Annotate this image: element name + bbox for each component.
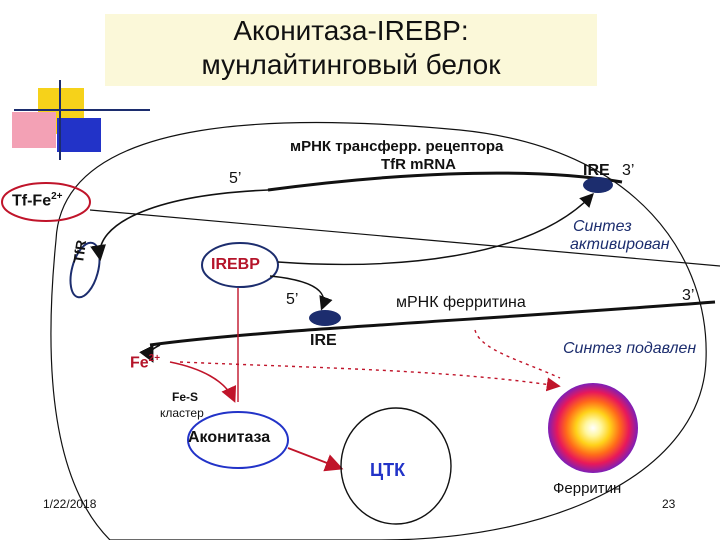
three-prime-top-label: 3’ bbox=[622, 162, 635, 179]
membrane-line bbox=[89, 209, 720, 267]
ferritin-label: Ферритин bbox=[553, 480, 622, 497]
footer-page-number: 23 bbox=[662, 497, 676, 511]
translation-dashed-line bbox=[474, 329, 561, 379]
tfr-receptor bbox=[69, 241, 101, 299]
three-prime-mid-label: 3’ bbox=[682, 287, 695, 304]
tf-fe-text: Tf-Fe bbox=[12, 192, 52, 210]
irebp-oval bbox=[201, 242, 279, 288]
fe-superscript: 2+ bbox=[148, 353, 161, 364]
title-line-2: мунлайтинговый белок bbox=[201, 49, 501, 80]
decorative-squares bbox=[12, 80, 150, 160]
synthesis-activated-line-2: активирован bbox=[570, 236, 670, 253]
fe-to-ferritin-dashed-arrow bbox=[179, 361, 561, 392]
irebp-to-ire-mid-arrow bbox=[269, 275, 333, 311]
aconitase-oval bbox=[187, 411, 289, 469]
translation-arrow bbox=[90, 189, 269, 262]
tf-receptor-mrna-label: мРНК трансферр. рецептора bbox=[290, 138, 504, 155]
tf-fe-label: Tf-Fe2+ bbox=[12, 191, 63, 210]
synthesis-activated-line-1: Синтез bbox=[573, 218, 632, 235]
ire-mid-label: IRE bbox=[310, 332, 337, 349]
pink-square bbox=[12, 112, 56, 148]
tf-fe-oval bbox=[1, 182, 91, 222]
irebp-label: IREBP bbox=[211, 256, 260, 273]
tfr-mrna-strand bbox=[267, 171, 623, 192]
ferritin-mrna-end-arrow bbox=[139, 344, 161, 363]
ire-top-label: IRE bbox=[583, 162, 610, 179]
slide-title: Аконитаза-IREBP: мунлайтинговый белок bbox=[105, 14, 597, 82]
synthesis-suppressed-label: Синтез подавлен bbox=[563, 340, 697, 357]
fe-to-aconitase-arrow bbox=[169, 361, 237, 403]
tfr-label: TfR bbox=[70, 238, 90, 265]
tca-circle bbox=[340, 407, 452, 525]
aconitase-label: Аконитаза bbox=[188, 429, 271, 446]
cell-membrane bbox=[50, 121, 707, 540]
aconitase-to-tca-arrow bbox=[287, 447, 344, 472]
ire-top-marker bbox=[583, 177, 613, 193]
ferritin-sphere bbox=[548, 383, 638, 473]
fes-cluster-line-1: Fe-S bbox=[172, 390, 199, 404]
footer-date: 1/22/2018 bbox=[43, 497, 97, 511]
irebp-to-ire-top-arrow bbox=[277, 192, 594, 266]
tfr-mrna-label: TfR mRNA bbox=[381, 156, 456, 173]
five-prime-top-label: 5’ bbox=[229, 170, 242, 187]
tf-fe-superscript: 2+ bbox=[51, 191, 63, 202]
ferritin-mrna-strand bbox=[149, 300, 716, 347]
ferritin-mrna-label: мРНК ферритина bbox=[396, 294, 526, 311]
ire-mid-marker bbox=[309, 310, 341, 326]
title-box bbox=[105, 14, 597, 86]
blue-square bbox=[57, 118, 101, 152]
fes-cluster-line-2: кластер bbox=[160, 406, 204, 420]
fe-text: Fe bbox=[130, 354, 149, 372]
five-prime-mid-label: 5’ bbox=[286, 291, 299, 308]
tca-label: ЦТК bbox=[370, 460, 406, 480]
fe-label: Fe2+ bbox=[130, 353, 160, 372]
title-line-1: Аконитаза-IREBP: bbox=[233, 15, 469, 46]
